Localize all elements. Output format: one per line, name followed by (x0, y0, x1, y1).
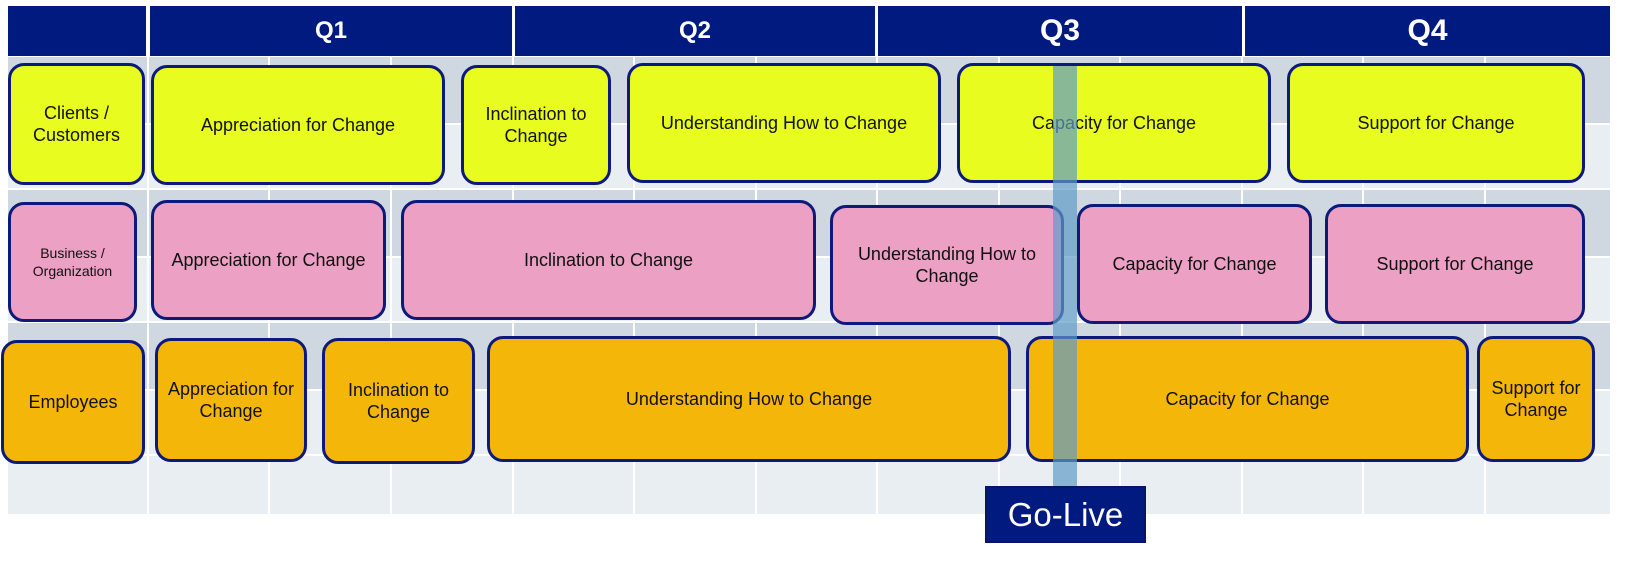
business-understanding-box: Understanding How to Change (830, 205, 1064, 325)
row-label-employees: Employees (1, 340, 145, 464)
quarter-header-q2: Q2 (515, 6, 875, 56)
business-inclination-box: Inclination to Change (401, 200, 816, 320)
go-live-marker-line (1053, 66, 1077, 500)
employees-inclination-box: Inclination to Change (322, 338, 475, 464)
business-capacity-box: Capacity for Change (1077, 204, 1312, 324)
clients-appreciation-box: Appreciation for Change (151, 65, 445, 185)
clients-support-box: Support for Change (1287, 63, 1585, 183)
business-support-box: Support for Change (1325, 204, 1585, 324)
header-corner (8, 6, 146, 56)
grid-line (8, 188, 1610, 190)
grid-line (147, 57, 149, 514)
grid-line (8, 321, 1610, 323)
employees-capacity-box: Capacity for Change (1026, 336, 1469, 462)
employees-appreciation-box: Appreciation for Change (155, 338, 307, 462)
clients-inclination-box: Inclination to Change (461, 65, 611, 185)
go-live-label: Go-Live (985, 486, 1146, 543)
business-appreciation-box: Appreciation for Change (151, 200, 386, 320)
row-label-clients: Clients / Customers (8, 63, 145, 185)
quarter-header-q4: Q4 (1245, 6, 1610, 56)
employees-support-box: Support for Change (1477, 336, 1595, 462)
grid-line (390, 57, 392, 514)
clients-capacity-box: Capacity for Change (957, 63, 1271, 183)
clients-understanding-box: Understanding How to Change (627, 63, 941, 183)
quarter-header-q3: Q3 (878, 6, 1242, 56)
employees-understanding-box: Understanding How to Change (487, 336, 1011, 462)
quarter-header-q1: Q1 (150, 6, 512, 56)
row-label-business: Business / Organization (8, 202, 137, 322)
